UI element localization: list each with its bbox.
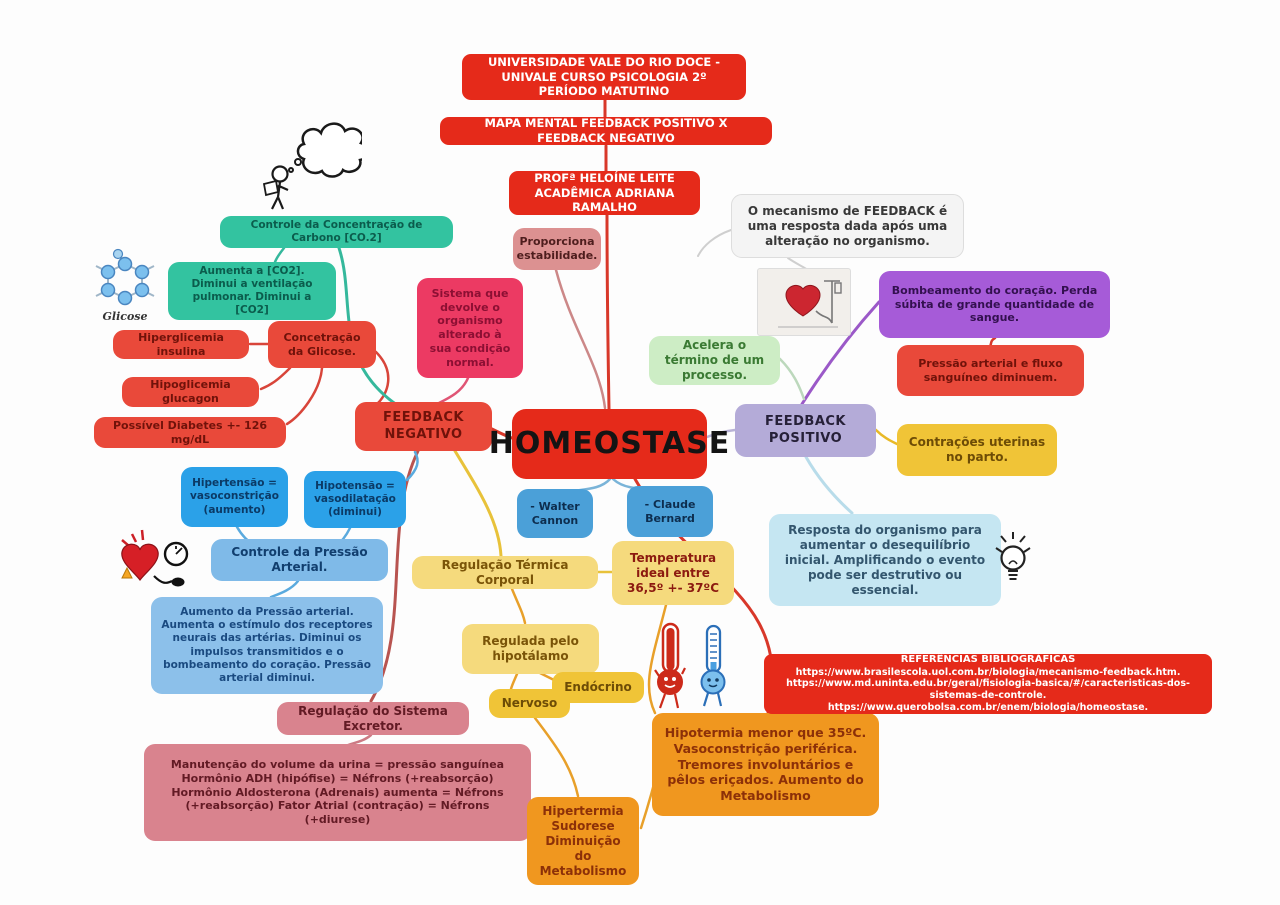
thermometers-icon [645, 618, 741, 716]
header-credits: PROFª HELOÍNE LEITE ACADÊMICA ADRIANA RA… [509, 171, 700, 215]
node-hipotermia: Hipotermia menor que 35ºC. Vasoconstriçã… [652, 713, 879, 816]
node-concentracao-glicose: Concetração da Glicose. [268, 321, 376, 368]
glucose-label: Glicose [102, 310, 148, 323]
reference-link: https://www.brasilescola.uol.com.br/biol… [795, 666, 1181, 678]
node-resposta-organismo: Resposta do organismo para aumentar o de… [769, 514, 1001, 606]
node-co2-control: Controle da Concentração de Carbono [CO.… [220, 216, 453, 248]
header-map-title: MAPA MENTAL FEEDBACK POSITIVO X FEEDBACK… [440, 116, 772, 145]
node-nervoso: Nervoso [489, 689, 570, 718]
node-proporciona-estabilidade: Proporciona estabilidade. [513, 228, 601, 270]
credits-line2: ACADÊMICA ADRIANA RAMALHO [534, 185, 675, 215]
heart-pressure-icon [112, 526, 196, 592]
node-hipertermia: Hipertermia Sudorese Diminuição do Metab… [527, 797, 639, 885]
node-regulacao-termica: Regulação Térmica Corporal [412, 556, 598, 589]
node-hipotensao: Hipotensão = vasodilatação (diminui) [304, 471, 406, 528]
node-walter-cannon: - Walter Cannon [517, 489, 593, 538]
node-bombeamento: Bombeamento do coração. Perda súbita de … [879, 271, 1110, 338]
reference-link: https://www.querobolsa.com.br/enem/biolo… [827, 702, 1149, 714]
node-mecanismo-feedback: O mecanismo de FEEDBACK é uma resposta d… [731, 194, 964, 258]
lightbulb-icon [990, 530, 1036, 588]
node-hiperglicemia: Hiperglicemia insulina [113, 330, 249, 359]
node-claude-bernard: - Claude Bernard [627, 486, 713, 537]
thinking-figure-icon [250, 100, 362, 212]
node-homeostase: HOMEOSTASE [489, 409, 729, 479]
node-manutencao-urina: Manutenção do volume da urina = pressão … [144, 744, 531, 841]
node-temperatura-ideal: Temperatura ideal entre 36,5º +- 37ºC [612, 541, 734, 605]
glucose-molecule-icon: Glicose [80, 248, 170, 323]
node-acelera-termino: Acelera o término de um processo. [649, 336, 780, 385]
node-hipertensao: Hipertensão = vasoconstrição (aumento) [181, 467, 288, 527]
node-regulada-hipotalamo: Regulada pelo hipotálamo [462, 624, 599, 674]
node-hipoglicemia: Hipoglicemia glucagon [122, 377, 259, 407]
node-regulacao-excretor: Regulação do Sistema Excretor. [277, 702, 469, 735]
node-feedback-positivo: FEEDBACK POSITIVO [735, 404, 876, 457]
node-controle-pressao: Controle da Pressão Arterial. [211, 539, 388, 581]
node-contracoes-uterinas: Contrações uterinas no parto. [897, 424, 1057, 476]
node-co2-detail: Aumenta a [CO2]. Diminui a ventilação pu… [168, 262, 336, 320]
node-pressao-diminuem: Pressão arterial e fluxo sanguíneo dimin… [897, 345, 1084, 396]
credits-line1: PROFª HELOÍNE LEITE [534, 170, 675, 185]
references-title: REFERÊNCIAS BIBLIOGRÁFICAS [900, 654, 1076, 665]
heart-iv-image [757, 268, 851, 336]
node-feedback-negativo: FEEDBACK NEGATIVO [355, 402, 492, 451]
reference-link: https://www.md.uninta.edu.br/geral/fisio… [786, 678, 1190, 702]
node-possivel-diabetes: Possível Diabetes +- 126 mg/dL [94, 417, 286, 448]
header-university: UNIVERSIDADE VALE DO RIO DOCE - UNIVALE … [462, 54, 746, 100]
node-aumento-pressao: Aumento da Pressão arterial. Aumenta o e… [151, 597, 383, 694]
node-sistema-devolve: Sistema que devolve o organismo alterado… [417, 278, 523, 378]
references-box: REFERÊNCIAS BIBLIOGRÁFICAS https://www.b… [764, 654, 1212, 714]
